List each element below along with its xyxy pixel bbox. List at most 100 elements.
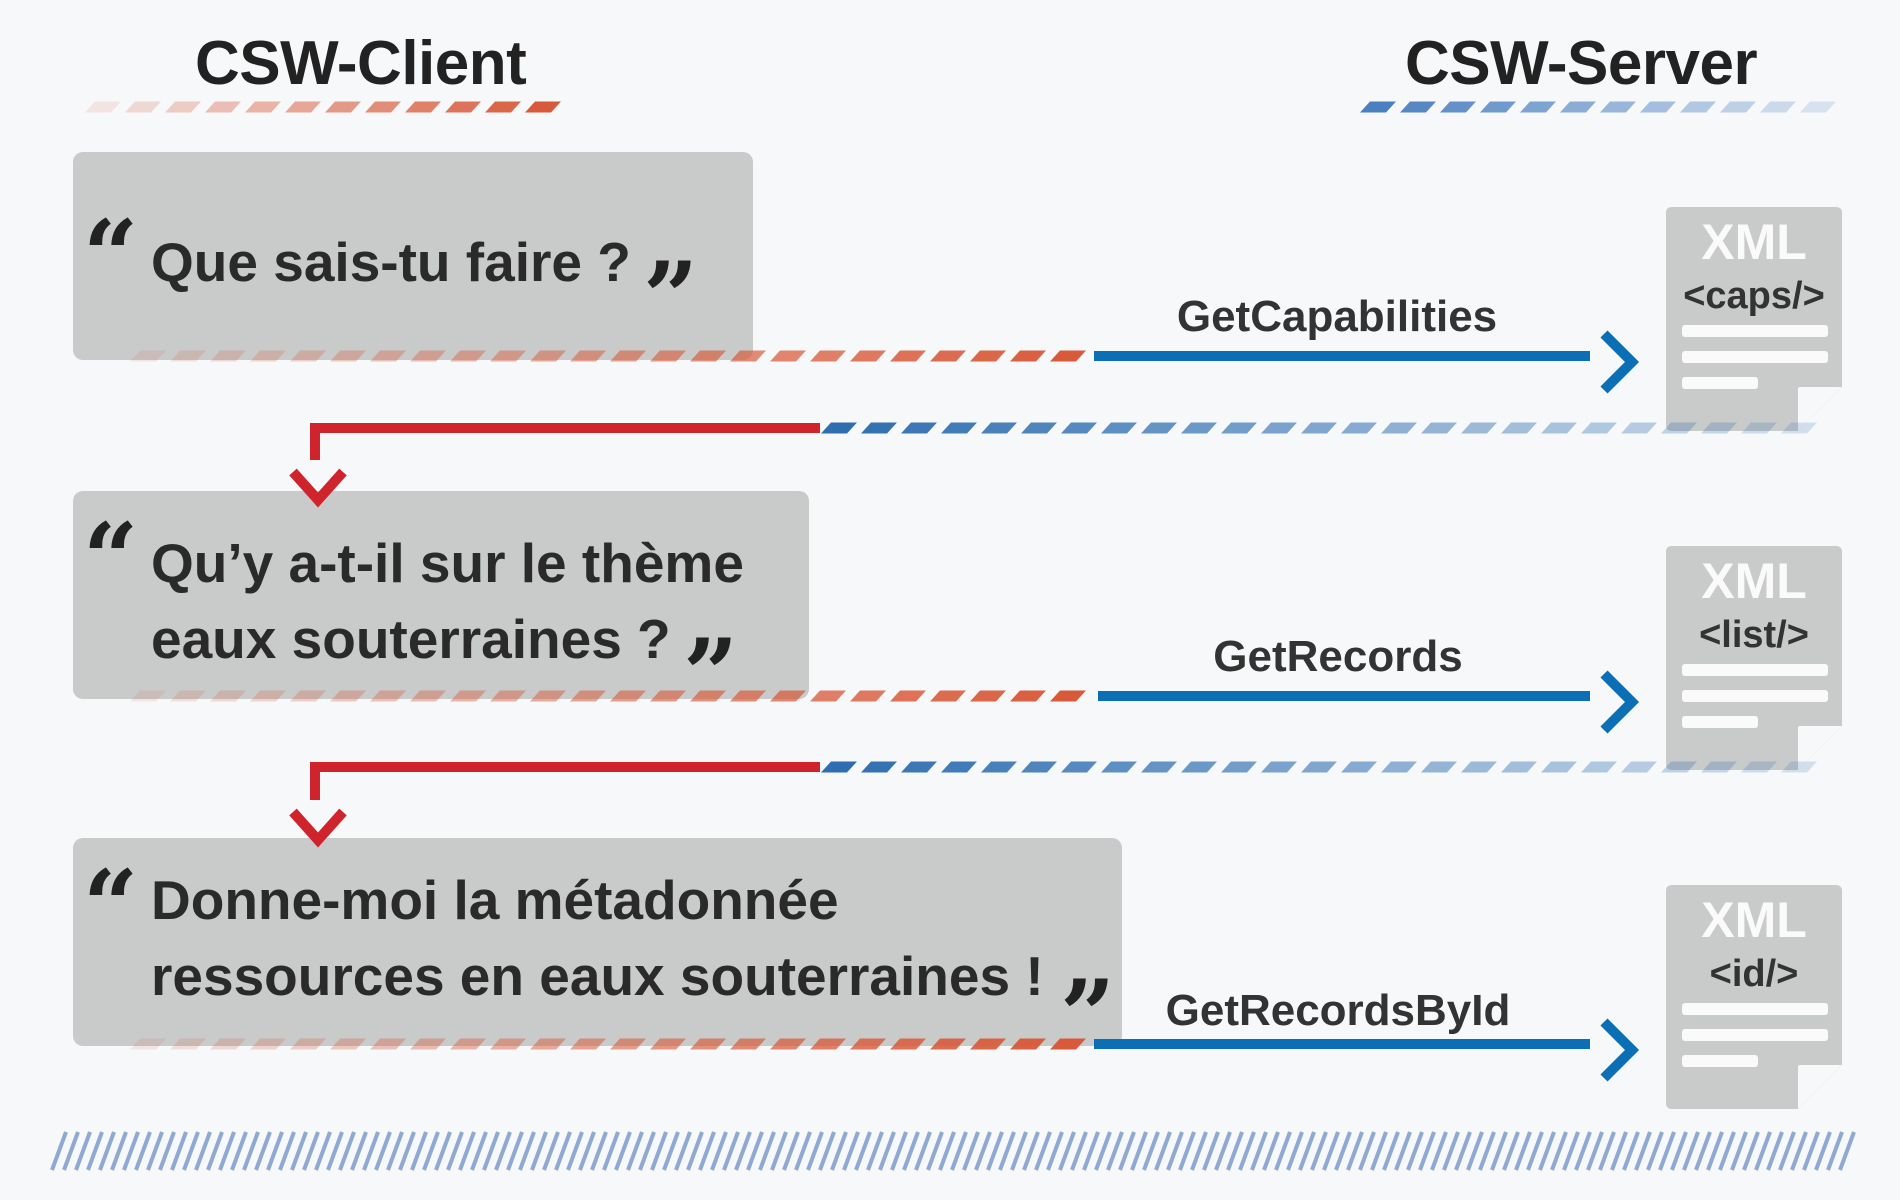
hatch-stroke — [410, 1131, 428, 1171]
response-dash — [1501, 761, 1537, 773]
hatch-stroke — [1634, 1131, 1652, 1171]
request-dash — [530, 690, 566, 702]
hatch-stroke — [1214, 1131, 1232, 1171]
client-heading: CSW-Client — [195, 29, 527, 98]
request-dash — [410, 350, 446, 362]
request-dash — [370, 1038, 406, 1050]
hatch-stroke — [1562, 1131, 1580, 1171]
request-dash — [1010, 690, 1046, 702]
request-dash — [370, 690, 406, 702]
response-dash — [1661, 761, 1697, 773]
request-dash — [410, 690, 446, 702]
hatch-stroke — [902, 1131, 920, 1171]
operation-label-getcapabilities: GetCapabilities — [1176, 292, 1498, 341]
response-dash — [1701, 422, 1737, 434]
question-line: ressources en eaux souterraines ! — [151, 945, 1044, 1007]
request-dash — [530, 350, 566, 362]
hatch-stroke — [98, 1131, 116, 1171]
response-dash — [981, 422, 1017, 434]
request-dash — [490, 1038, 526, 1050]
hatch-stroke — [1586, 1131, 1604, 1171]
response-dash — [1141, 761, 1177, 773]
request-dash — [250, 350, 286, 362]
hatch-stroke — [662, 1131, 680, 1171]
open-quote-icon: “ — [83, 502, 139, 615]
hatch-stroke — [710, 1131, 728, 1171]
hatch-stroke — [1454, 1131, 1472, 1171]
hatch-stroke — [686, 1131, 704, 1171]
hatch-stroke — [158, 1131, 176, 1171]
request-dash — [1010, 350, 1046, 362]
response-dash — [1461, 422, 1497, 434]
hatch-stroke — [614, 1131, 632, 1171]
response-dash — [1541, 761, 1577, 773]
document-format: XML — [1701, 214, 1807, 270]
request-dash — [370, 350, 406, 362]
hatch-stroke — [1574, 1131, 1592, 1171]
hatch-stroke — [482, 1131, 500, 1171]
hatch-stroke — [1322, 1131, 1340, 1171]
request-dash — [330, 690, 366, 702]
hatch-stroke — [722, 1131, 740, 1171]
close-quote-icon: ” — [683, 618, 739, 731]
client-underline-dash — [325, 101, 361, 113]
hatch-stroke — [974, 1131, 992, 1171]
hatch-stroke — [638, 1131, 656, 1171]
hatch-stroke — [1286, 1131, 1304, 1171]
operation-label-getrecords: GetRecords — [1213, 632, 1463, 681]
hatch-stroke — [326, 1131, 344, 1171]
server-underline-dash — [1560, 101, 1596, 113]
client-underline-dash — [165, 101, 201, 113]
hatch-stroke — [938, 1131, 956, 1171]
hatch-stroke — [266, 1131, 284, 1171]
hatch-stroke — [1790, 1131, 1808, 1171]
server-underline-dash — [1600, 101, 1636, 113]
hatch-stroke — [470, 1131, 488, 1171]
server-underline-dash — [1720, 101, 1756, 113]
response-dash — [861, 761, 897, 773]
hatch-stroke — [170, 1131, 188, 1171]
response-dash — [1341, 761, 1377, 773]
hatch-stroke — [494, 1131, 512, 1171]
request-dash — [410, 1038, 446, 1050]
response-dash — [1181, 761, 1217, 773]
operation-label-getrecordsbyid: GetRecordsById — [1165, 986, 1511, 1035]
request-dash — [770, 1038, 806, 1050]
hatch-stroke — [1058, 1131, 1076, 1171]
server-underline-dash — [1360, 101, 1396, 113]
response-dash — [1581, 422, 1617, 434]
response-dash — [1301, 761, 1337, 773]
client-underline-dash — [445, 101, 481, 113]
hatch-stroke — [1646, 1131, 1664, 1171]
hatch-stroke — [302, 1131, 320, 1171]
request-dash — [170, 350, 206, 362]
request-dash — [450, 690, 486, 702]
response-line-1 — [289, 423, 820, 508]
hatch-stroke — [1658, 1131, 1676, 1171]
request-dash — [530, 1038, 566, 1050]
request-dash — [1010, 1038, 1046, 1050]
response-dash — [1341, 422, 1377, 434]
xml-document-icon: XML <caps/> — [1666, 207, 1842, 431]
hatch-stroke — [1190, 1131, 1208, 1171]
client-underline-dash — [365, 101, 401, 113]
request-dash — [130, 1038, 166, 1050]
hatch-stroke — [1022, 1131, 1040, 1171]
client-underline-dash — [525, 101, 561, 113]
response-dash — [941, 422, 977, 434]
response-dash — [1741, 422, 1777, 434]
hatch-stroke — [1406, 1131, 1424, 1171]
response-dash — [981, 761, 1017, 773]
response-dash — [821, 761, 857, 773]
response-dash — [1621, 422, 1657, 434]
hatch-stroke — [758, 1131, 776, 1171]
request-dash — [730, 690, 766, 702]
request-dash — [810, 690, 846, 702]
request-dash — [210, 1038, 246, 1050]
hatch-stroke — [1250, 1131, 1268, 1171]
hatch-stroke — [1226, 1131, 1244, 1171]
hatch-stroke — [50, 1131, 68, 1171]
request-dash — [810, 1038, 846, 1050]
hatch-stroke — [926, 1131, 944, 1171]
question-line: eaux souterraines ? — [151, 608, 671, 670]
